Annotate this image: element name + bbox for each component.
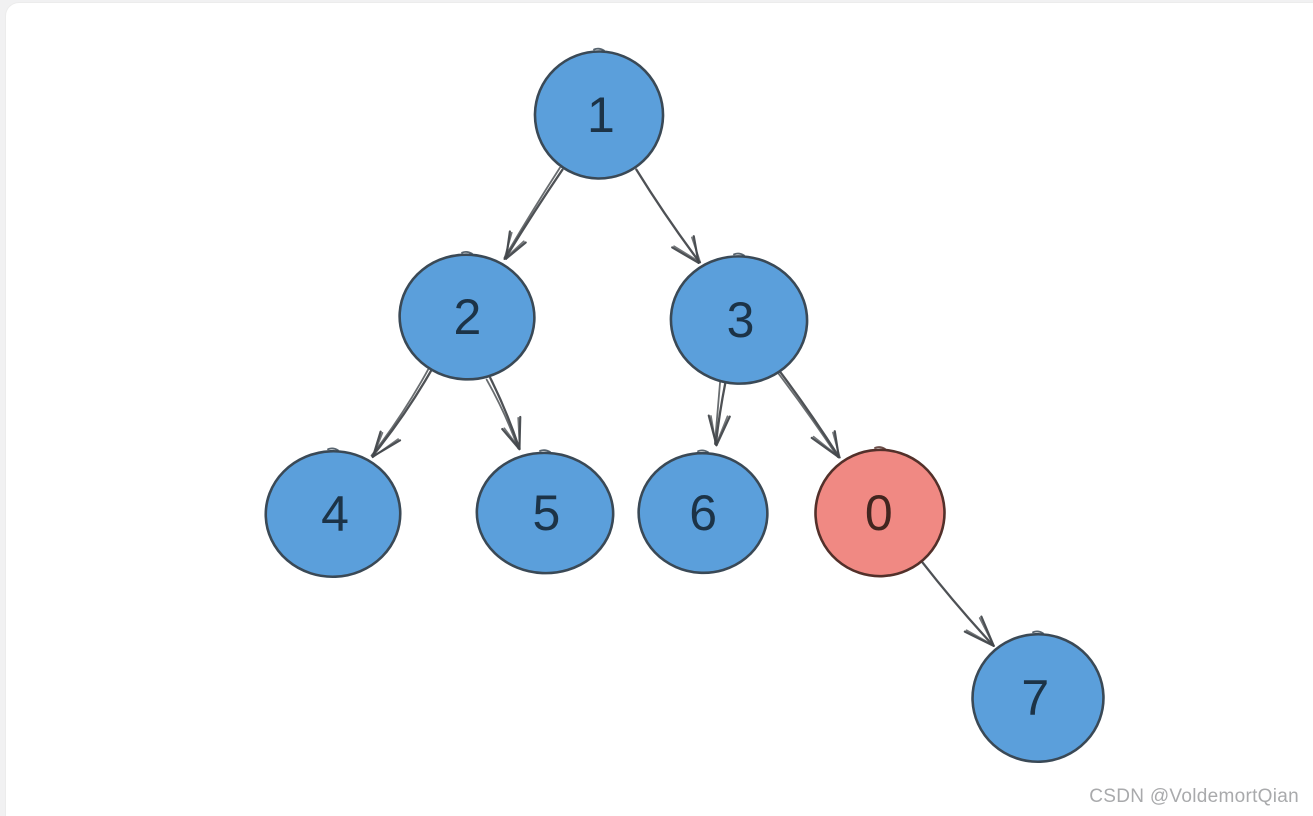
tree-node-label-0: 0 [865, 485, 893, 541]
tree-node-label-3: 3 [727, 292, 755, 348]
tree-node-7 [971, 632, 1105, 764]
tree-node-0 [814, 448, 946, 578]
tree-edge-2-5-arrowhead [503, 427, 521, 450]
tree-edge-3-0-arrowhead [832, 431, 841, 459]
tree-edge-0-7 [920, 560, 994, 646]
tree-edge-2-5-double-stroke [485, 378, 520, 450]
tree-node-3 [669, 255, 809, 385]
tree-edge-3-6 [714, 380, 727, 446]
tree-edge-1-2-arrowhead [504, 241, 527, 260]
tree-edge-1-3-arrowhead [673, 245, 702, 264]
tree-edge-1-2 [504, 168, 564, 260]
tree-node-label-6: 6 [689, 485, 717, 541]
tree-edge-0-7-arrowhead [965, 629, 995, 647]
tree-node-label-1: 1 [587, 87, 615, 143]
tree-node-1 [533, 50, 665, 180]
tree-node-4-nib [327, 447, 339, 452]
tree-edge-2-5-arrowhead [517, 416, 521, 450]
tree-edge-3-6-arrowhead [710, 415, 717, 446]
tree-node-4 [264, 449, 402, 579]
tree-node-0-nib [874, 446, 886, 450]
tree-edge-3-0-arrowhead [812, 435, 841, 459]
tree-edge-2-4-arrowhead [371, 438, 400, 459]
tree-edge-1-3-arrowhead [691, 236, 702, 264]
tree-edge-2-4 [371, 367, 434, 458]
tree-edge-1-3-arrowhead [671, 246, 700, 264]
tree-edge-0-7-arrowhead [978, 617, 995, 647]
tree-edge-1-2-arrowhead [503, 231, 513, 260]
tree-node-2 [398, 253, 536, 381]
tree-edge-2-5 [489, 376, 521, 450]
tree-node-5-nib [539, 449, 551, 453]
tree-node-label-5: 5 [532, 485, 560, 541]
tree-node-label-7: 7 [1021, 670, 1049, 726]
tree-edge-3-0 [777, 368, 840, 458]
tree-node-2-nib [461, 250, 473, 255]
watermark: CSDN @VoldemortQian [1089, 786, 1299, 807]
tree-edge-2-4-arrowhead [371, 432, 384, 459]
tree-node-6-nib [697, 449, 709, 454]
tree-node-label-2: 2 [453, 289, 481, 345]
tree-node-7-nib [1032, 630, 1044, 635]
tree-edge-1-2-arrowhead [503, 240, 525, 260]
tree-node-1-nib [593, 47, 605, 52]
tree-edge-3-0-double-stroke [775, 370, 839, 458]
tree-edge-2-4-double-stroke [370, 364, 432, 457]
tree-edge-3-6-arrowhead [715, 415, 729, 446]
tree-node-3-nib [733, 252, 745, 257]
tree-node-5 [475, 451, 615, 575]
tree-edge-1-2-double-stroke [503, 166, 561, 259]
tree-node-6 [637, 451, 769, 575]
tree-edge-1-3 [635, 168, 701, 264]
tree-node-label-4: 4 [321, 486, 349, 542]
